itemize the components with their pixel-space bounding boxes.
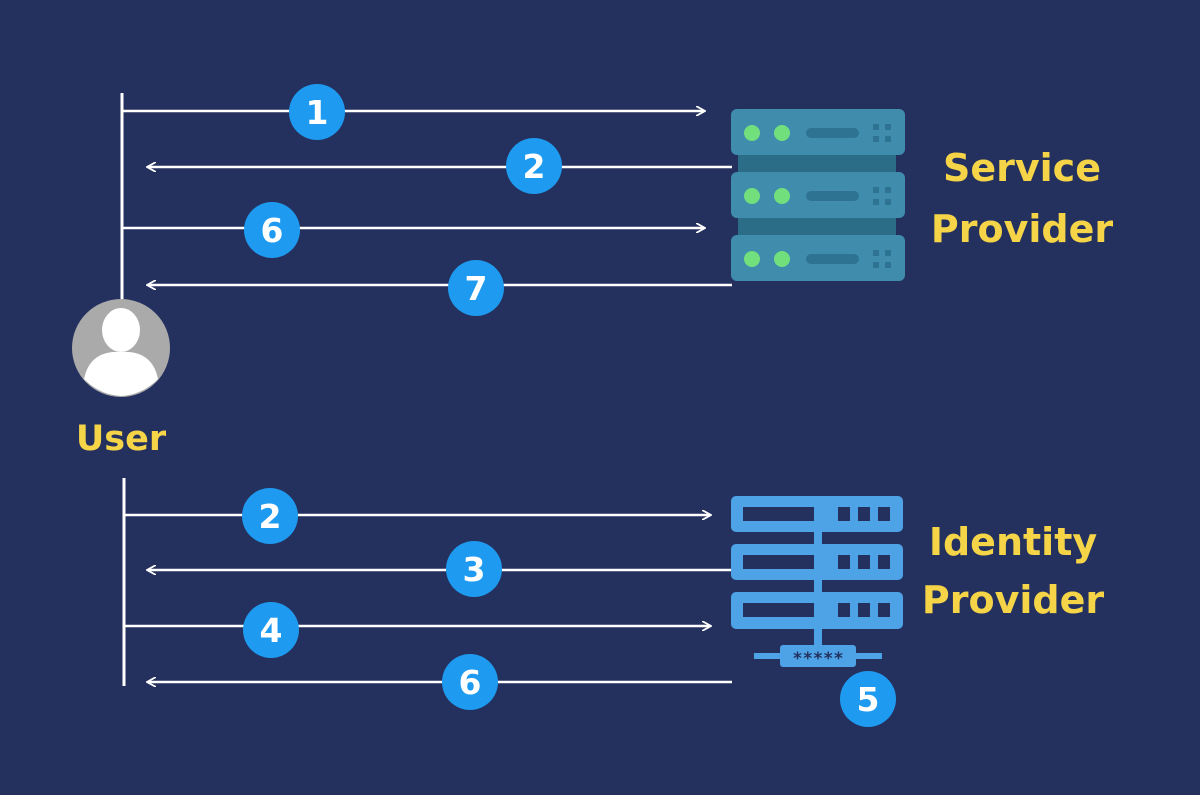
step-badge <box>442 654 498 710</box>
step-number: 1 <box>306 93 329 132</box>
user-label: User <box>76 419 167 459</box>
service-provider-label-line2: Provider <box>931 207 1113 251</box>
identity-provider-label-line1: Identity <box>929 520 1098 564</box>
service-provider-label-line1: Service <box>943 146 1101 190</box>
server-unit <box>731 109 905 155</box>
step-number: 3 <box>463 550 486 589</box>
step-number: 6 <box>261 211 284 250</box>
step-number: 6 <box>459 663 482 702</box>
idp-arrow-6: 6 <box>148 654 732 710</box>
server-stack-icon <box>731 109 905 281</box>
server-stack-password-icon: ***** <box>731 496 903 669</box>
server-unit <box>731 544 903 580</box>
step-badge <box>840 671 896 727</box>
identity-provider-flow: 2 3 4 6 <box>124 488 732 710</box>
step-badge <box>242 488 298 544</box>
step-badge <box>243 602 299 658</box>
sp-arrow-1: 1 <box>122 84 704 140</box>
idp-arrow-2: 2 <box>124 488 710 544</box>
server-unit <box>731 235 905 281</box>
step-badge <box>289 84 345 140</box>
step-number: 4 <box>260 611 283 650</box>
idp-arrow-4: 4 <box>124 602 710 658</box>
step-badge <box>446 541 502 597</box>
idp-arrow-3: 3 <box>148 541 732 597</box>
step-badge <box>244 202 300 258</box>
sp-arrow-6: 6 <box>122 202 704 258</box>
idp-step-5: 5 <box>840 671 896 727</box>
user-avatar-icon <box>72 299 170 397</box>
step-number: 5 <box>857 680 880 719</box>
sp-arrow-2: 2 <box>148 138 732 194</box>
step-badge <box>506 138 562 194</box>
step-number: 2 <box>523 147 546 186</box>
server-unit <box>731 496 903 532</box>
sp-arrow-7: 7 <box>148 260 732 316</box>
server-unit <box>731 592 903 629</box>
step-number: 2 <box>259 497 282 536</box>
server-unit <box>731 172 905 218</box>
step-badge <box>448 260 504 316</box>
identity-provider-label-line2: Provider <box>922 578 1104 622</box>
password-field <box>780 645 856 667</box>
service-provider-flow: 1 2 6 7 <box>122 84 732 316</box>
password-mask: ***** <box>792 649 843 669</box>
step-number: 7 <box>465 269 488 308</box>
